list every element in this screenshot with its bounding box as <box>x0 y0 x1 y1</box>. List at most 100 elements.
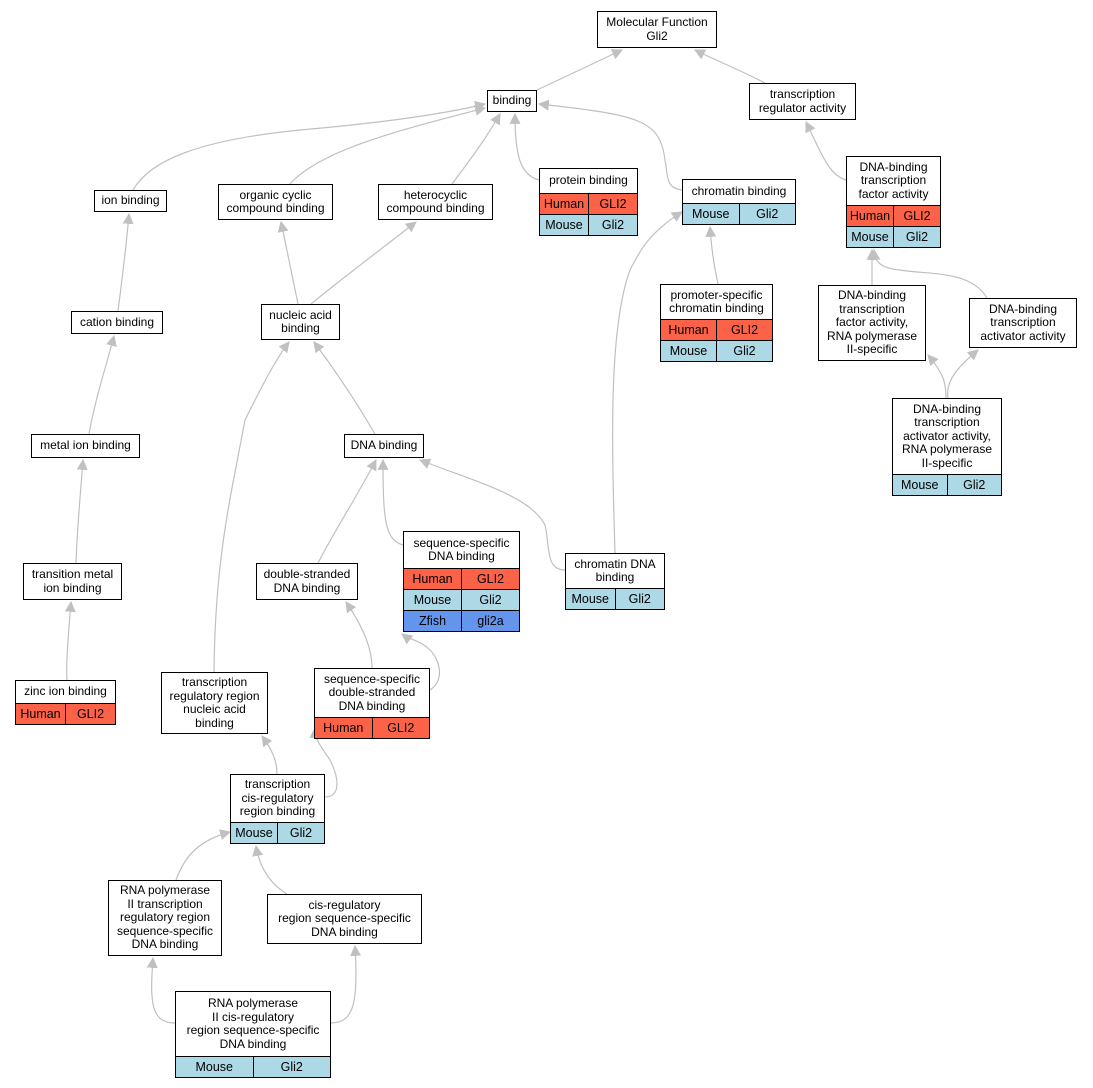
gene-cell: Gli2 <box>277 823 324 843</box>
gene-cell: GLI2 <box>716 320 772 340</box>
go-term-trrnab[interactable]: transcription regulatory region nucleic … <box>161 672 268 734</box>
organism-cell: Human <box>20 707 61 721</box>
organism-cell: Mouse <box>669 344 708 358</box>
edge-zinc-to-tmetal <box>64 600 76 681</box>
gene-cell: Gli2 <box>252 1057 331 1077</box>
go-term-label: RNA polymerase II cis-regulatory region … <box>186 996 320 1051</box>
annotation-row-mouse: Mouse Gli2 <box>404 589 519 610</box>
go-term-label: double-stranded DNA binding <box>263 567 351 595</box>
edge-ssdna-to-dna <box>377 458 404 546</box>
go-term-label: DNA-binding transcription factor activit… <box>826 288 918 357</box>
gene-cell: GLI2 <box>371 718 430 738</box>
go-term-label: DNA binding <box>350 438 418 453</box>
go-term-tra[interactable]: transcription regulator activity <box>749 83 856 120</box>
go-term-nab[interactable]: nucleic acid binding <box>261 304 340 340</box>
go-term-label: transcription regulatory region nucleic … <box>169 675 260 730</box>
edge-nab-to-het <box>310 221 417 305</box>
go-term-label: cis-regulatory region sequence-specific … <box>278 897 411 939</box>
gene-cell: GLI2 <box>65 704 115 724</box>
go-term-occ[interactable]: organic cyclic compound binding <box>218 184 333 220</box>
edge-dbtfa-to-tra <box>805 121 847 181</box>
edge-occ-to-binding <box>289 105 487 185</box>
gene-cell: Gli2 <box>946 475 1002 495</box>
gene-cell: Gli2 <box>716 341 772 361</box>
go-term-ssdsdna[interactable]: sequence-specific double-stranded DNA bi… <box>314 668 430 739</box>
go-term-label: DNA-binding transcription activator acti… <box>980 301 1066 343</box>
edge-nab-to-occ <box>277 220 299 305</box>
go-term-rnap2tr[interactable]: RNA polymerase II transcription regulato… <box>108 880 222 956</box>
go-term-crrss[interactable]: cis-regulatory region sequence-specific … <box>267 894 422 944</box>
gene-cell: GLI2 <box>893 206 940 226</box>
organism-cell: Mouse <box>413 593 452 607</box>
go-term-het[interactable]: heterocyclic compound binding <box>378 184 493 220</box>
go-term-label: DNA-binding transcription factor activit… <box>858 159 929 201</box>
go-term-dsdna[interactable]: double-stranded DNA binding <box>256 563 358 600</box>
organism-cell: Mouse <box>195 1060 234 1074</box>
go-term-label: heterocyclic compound binding <box>386 187 485 215</box>
go-term-tmetal[interactable]: transition metal ion binding <box>23 563 122 600</box>
organism-cell: Mouse <box>235 826 273 840</box>
gene-cell: Gli2 <box>893 227 940 247</box>
gene-cell: Gli2 <box>614 589 665 609</box>
go-term-label: DNA-binding transcription activator acti… <box>901 401 993 470</box>
edge-dbtaa-to-dbtfa <box>869 248 988 299</box>
edge-ion-to-binding <box>132 101 487 191</box>
annotation-row-mouse: Mouse Gli2 <box>893 474 1001 495</box>
gene-cell: Gli2 <box>461 590 519 610</box>
edge-ssdsdna-to-ssdna <box>401 633 440 691</box>
go-term-mf[interactable]: Molecular Function Gli2 <box>597 11 717 48</box>
go-term-label: protein binding <box>549 173 628 188</box>
go-term-dbtaa2[interactable]: DNA-binding transcription activator acti… <box>892 398 1002 496</box>
edge-tcrrb-to-trrnab <box>261 735 278 775</box>
go-term-cation[interactable]: cation binding <box>71 311 163 334</box>
annotation-row-human: Human GLI2 <box>315 717 429 738</box>
go-term-rnap2cr[interactable]: RNA polymerase II cis-regulatory region … <box>175 991 331 1078</box>
organism-cell: Human <box>668 323 709 337</box>
annotation-row-human: Human GLI2 <box>16 703 115 724</box>
annotation-row-mouse: Mouse Gli2 <box>847 226 940 247</box>
organism-cell: Mouse <box>545 218 583 232</box>
organism-cell: Human <box>543 197 585 211</box>
go-term-binding[interactable]: binding <box>487 90 537 112</box>
edge-dsdna-to-dna <box>317 459 377 564</box>
annotation-row-mouse: Mouse Gli2 <box>231 822 324 843</box>
go-term-label: metal ion binding <box>40 438 131 453</box>
organism-cell: Mouse <box>900 478 939 492</box>
go-term-dbtfa2[interactable]: DNA-binding transcription factor activit… <box>818 285 926 361</box>
edge-prot-to-binding <box>509 112 540 181</box>
organism-cell: Mouse <box>851 230 889 244</box>
go-term-label: sequence-specific double-stranded DNA bi… <box>323 671 421 713</box>
go-term-label: Molecular Function Gli2 <box>606 15 708 43</box>
go-term-label: promoter-specific chromatin binding <box>669 287 764 315</box>
go-term-label: transcription cis-regulatory region bind… <box>239 777 316 819</box>
edge-metal-to-cation <box>88 334 117 435</box>
go-term-dbtfa[interactable]: DNA-binding transcription factor activit… <box>846 156 941 248</box>
go-term-label: zinc ion binding <box>24 684 107 699</box>
gene-cell: GLI2 <box>461 569 519 589</box>
edge-promchrom-to-chrom <box>705 225 719 285</box>
go-term-label: cation binding <box>79 314 155 329</box>
go-term-dbtaa[interactable]: DNA-binding transcription activator acti… <box>969 298 1077 348</box>
go-term-ion[interactable]: ion binding <box>94 190 167 212</box>
organism-cell: Human <box>323 721 364 735</box>
go-term-tcrrb[interactable]: transcription cis-regulatory region bind… <box>230 774 325 844</box>
go-term-label: RNA polymerase II transcription regulato… <box>116 883 214 952</box>
go-term-metal[interactable]: metal ion binding <box>31 434 140 458</box>
go-term-dna[interactable]: DNA binding <box>344 434 424 458</box>
organism-cell: Zfish <box>418 614 447 628</box>
edge-binding-to-mf <box>536 49 623 91</box>
organism-cell: Human <box>849 209 891 223</box>
go-term-label: transcription regulator activity <box>758 87 847 115</box>
go-term-label: chromatin DNA binding <box>574 556 656 584</box>
edge-chrom-to-binding <box>537 99 683 191</box>
go-term-label: chromatin binding <box>691 183 787 198</box>
